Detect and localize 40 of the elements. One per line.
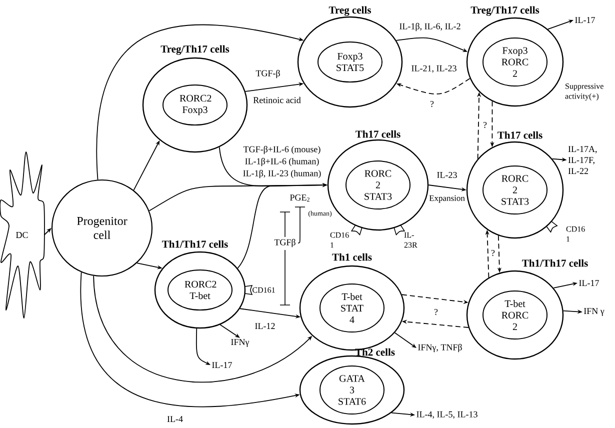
dendritic-cell-drawing: DC <box>0 152 45 318</box>
edge-label: IL-4 <box>166 415 184 423</box>
cell-label: Th1/Th17 cells <box>522 259 588 267</box>
cell-label: Th17 cells <box>356 130 400 138</box>
edge-label: ? <box>433 308 439 316</box>
edge-label: IL-12 <box>254 322 276 330</box>
annotation-text: IL-1β, IL-23 (human) <box>243 170 321 178</box>
annotation-text: IL-1β+IL-6 (human) <box>245 158 319 166</box>
annotation-text: IL-21, IL-23 <box>412 65 456 73</box>
output-label: IL-4, IL-5, IL-13 <box>416 411 478 419</box>
annotation-text: CD16 1 <box>330 232 349 248</box>
output-label: IFN γ <box>584 308 604 316</box>
output-label: IL-17 <box>579 280 599 286</box>
edge-label: IL-23 <box>436 170 458 180</box>
output-label: IL-17A, IL-17F, IL-22 <box>568 146 597 174</box>
cell-label: Th1/Th17 cells <box>162 240 228 248</box>
edge-label: ? <box>429 100 435 108</box>
output-label: IFNγ <box>231 339 250 347</box>
edge-label: ? <box>490 248 496 258</box>
annotation-text: Expansion <box>429 195 465 203</box>
cell-label: Treg cells <box>328 6 371 16</box>
annotation-text: CD16 1 <box>566 226 585 242</box>
edge-label: IL-1β, IL-6, IL-2 <box>398 22 462 32</box>
annotation-text: Retinoic acid <box>253 96 301 104</box>
annotation-text: PGE$_{2}$ <box>290 194 310 202</box>
output-label: IL-17 <box>212 362 232 368</box>
cell-label: Treg/Th17 cells <box>160 45 230 55</box>
cell-label: Th1 cells <box>332 253 372 261</box>
annotation-text: Suppressive activity(+) <box>565 83 604 100</box>
annotation-text: IL- 23R <box>404 232 418 248</box>
arrow <box>44 228 52 236</box>
annotation-text: TGF-β+IL-6 (mouse) <box>243 146 320 154</box>
annotation-text: TGFβ <box>274 238 296 248</box>
output-label: IL-17 <box>575 17 595 23</box>
annotation-text: CD161 <box>252 287 275 293</box>
cell-label: Treg/Th17 cells <box>470 6 540 16</box>
edge-label: ? <box>482 120 488 130</box>
output-label: IFNγ, TNFβ <box>418 344 462 352</box>
cell-label: Th17 cells <box>498 131 542 139</box>
edge-label: TGF-β <box>254 68 282 80</box>
